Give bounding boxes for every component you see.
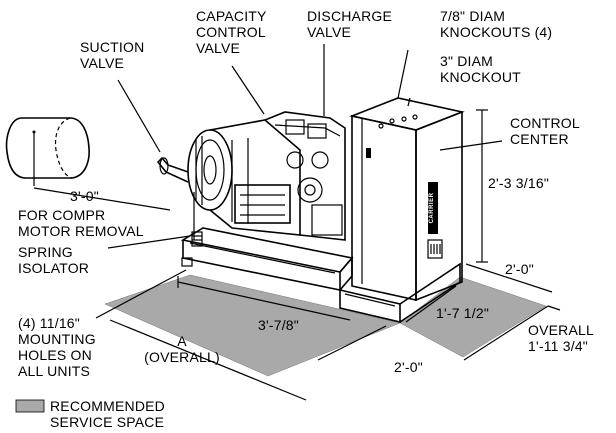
svg-text:CAPACITY: CAPACITY [196, 8, 267, 24]
svg-text:VALVE: VALVE [307, 24, 351, 40]
svg-text:FOR COMPR: FOR COMPR [18, 207, 105, 223]
motor-cylinder [5, 117, 90, 186]
control-center-nameplate [428, 182, 438, 234]
label-discharge-valve: DISCHARGE VALVE [307, 8, 392, 40]
label-knockout-3: 3" DIAM KNOCKOUT [440, 53, 521, 85]
svg-text:SUCTION: SUCTION [80, 39, 144, 55]
svg-text:SPRING: SPRING [18, 244, 73, 260]
dimension-lines [33, 109, 561, 401]
label-length-dim: 3'-7/8" [258, 317, 299, 333]
svg-text:KNOCKOUTS (4): KNOCKOUTS (4) [440, 24, 552, 40]
label-spring-isolator: SPRING ISOLATOR [18, 244, 89, 276]
svg-text:3" DIAM: 3" DIAM [440, 53, 493, 69]
compressor [156, 111, 346, 241]
svg-text:ISOLATOR: ISOLATOR [18, 260, 89, 276]
label-motor-removal: FOR COMPR MOTOR REMOVAL [18, 207, 144, 239]
svg-text:A: A [177, 333, 187, 349]
legend: RECOMMENDED SERVICE SPACE [15, 398, 165, 430]
svg-text:CENTER: CENTER [510, 131, 569, 147]
label-motor-removal-dim: 3'-0" [70, 188, 99, 204]
label-control-center: CONTROL CENTER [510, 115, 580, 147]
svg-text:(OVERALL): (OVERALL) [144, 349, 220, 365]
legend-label-line1: RECOMMENDED [50, 398, 165, 414]
svg-text:ALL UNITS: ALL UNITS [18, 363, 90, 379]
label-height-dim: 2'-3 3/16" [488, 175, 549, 191]
label-capacity-control-valve: CAPACITY CONTROL VALVE [196, 8, 267, 56]
label-mounting-holes: (4) 11/16" MOUNTING HOLES ON ALL UNITS [18, 315, 96, 379]
label-depth-dim: 1'-7 1/2" [436, 305, 489, 321]
legend-label-line2: SERVICE SPACE [50, 414, 164, 430]
svg-text:OVERALL: OVERALL [528, 322, 594, 338]
svg-text:HOLES ON: HOLES ON [18, 347, 92, 363]
svg-text:KNOCKOUT: KNOCKOUT [440, 69, 521, 85]
label-side-clearance-dim: 2'-0" [505, 261, 534, 277]
svg-text:VALVE: VALVE [196, 40, 240, 56]
svg-text:(4) 11/16": (4) 11/16" [18, 315, 80, 331]
svg-text:CONTROL: CONTROL [510, 115, 580, 131]
control-center-box: CARRIER [349, 97, 465, 302]
svg-text:CONTROL: CONTROL [196, 24, 266, 40]
legend-swatch [15, 399, 45, 413]
brand-label: CARRIER [429, 192, 435, 223]
leader-lines [95, 44, 503, 319]
label-knockouts-7-8: 7/8" DIAM KNOCKOUTS (4) [440, 8, 552, 40]
label-front-clearance-dim: 2'-0" [394, 359, 423, 375]
svg-text:1'-11 3/4": 1'-11 3/4" [528, 338, 588, 354]
label-suction-valve: SUCTION VALVE [80, 39, 144, 71]
svg-text:7/8" DIAM: 7/8" DIAM [440, 8, 505, 24]
label-dim-a: A (OVERALL) [144, 333, 220, 365]
svg-text:VALVE: VALVE [80, 55, 124, 71]
label-overall-width: OVERALL 1'-11 3/4" [528, 322, 594, 354]
svg-text:MOTOR REMOVAL: MOTOR REMOVAL [18, 223, 144, 239]
svg-text:MOUNTING: MOUNTING [18, 331, 96, 347]
svg-text:DISCHARGE: DISCHARGE [307, 8, 392, 24]
